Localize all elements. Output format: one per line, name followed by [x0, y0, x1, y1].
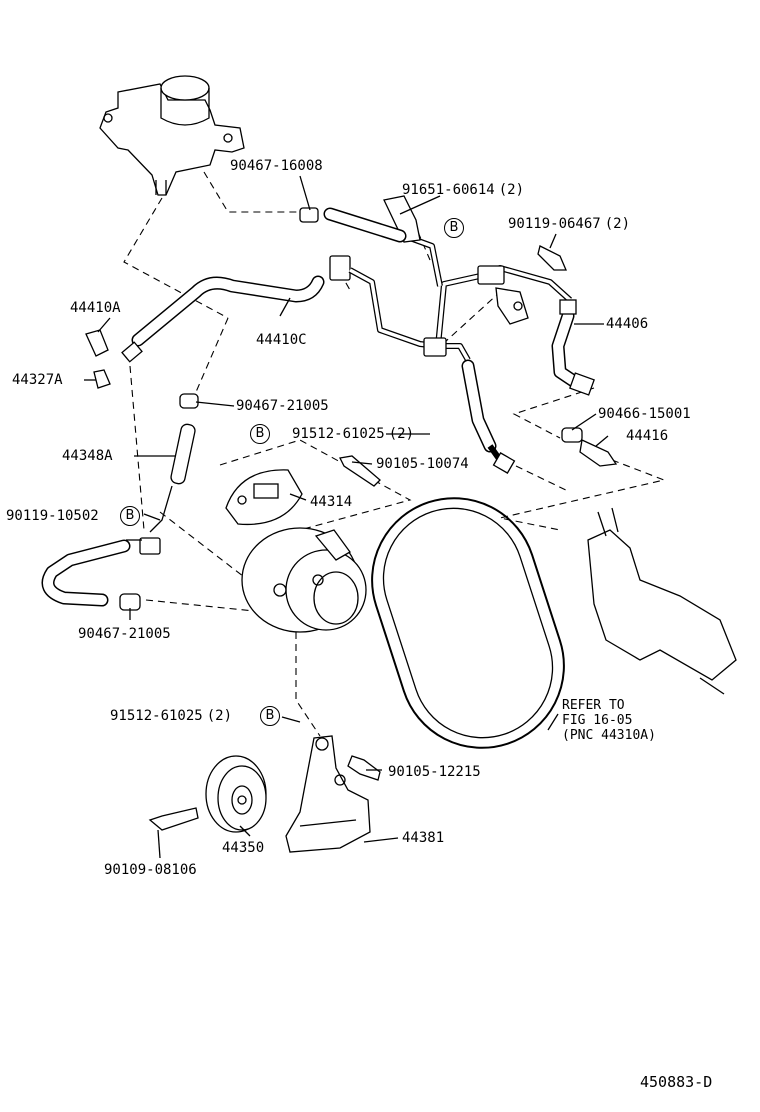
- callout-leaders: [84, 175, 609, 859]
- part-label-91512-61025-a: 91512-61025(2): [292, 426, 415, 442]
- part-label-90467-21005-b: 90467-21005: [78, 626, 171, 642]
- part-label-90467-21005-a: 90467-21005: [236, 398, 329, 414]
- part-label-91512-61025-b: 91512-61025(2): [110, 708, 233, 724]
- part-label-44348a: 44348A: [62, 448, 113, 464]
- part-label-90467-16008: 90467-16008: [230, 158, 323, 174]
- bolts: [85, 245, 618, 831]
- part-label-90109-08106: 90109-08106: [104, 862, 197, 878]
- pump-cover-plate: [225, 469, 303, 526]
- pump-bracket: [285, 735, 371, 853]
- part-label-90105-10074: 90105-10074: [376, 456, 469, 472]
- part-label-44381: 44381: [402, 830, 445, 846]
- part-label-90119-10502: 90119-10502: [6, 508, 99, 524]
- steering-gear: [587, 507, 737, 695]
- part-label-91651-60614: 91651-60614(2): [402, 182, 525, 198]
- refer-note-line-1: REFER TO: [562, 698, 625, 713]
- return-hose-lower: [41, 537, 161, 607]
- refer-note-line-3: (PNC 44310A): [562, 728, 656, 743]
- reference-tag-b-3: B: [120, 506, 140, 526]
- part-label-44410a: 44410A: [70, 300, 121, 316]
- part-label-44327a: 44327A: [12, 372, 63, 388]
- part-label-44416: 44416: [626, 428, 669, 444]
- part-label-90466-15001: 90466-15001: [598, 406, 691, 422]
- idler-pulley: [205, 755, 267, 833]
- return-hose-upper: [299, 207, 407, 243]
- part-label-44410c: 44410C: [256, 332, 307, 348]
- part-label-44350: 44350: [222, 840, 265, 856]
- refer-note-line-2: FIG 16-05: [562, 713, 633, 728]
- hose-44348a: [149, 423, 196, 533]
- part-label-44406: 44406: [606, 316, 649, 332]
- reference-tag-b-1: B: [444, 218, 464, 238]
- hose-lower: [461, 359, 516, 474]
- reservoir-tank: [99, 75, 245, 196]
- part-label-90119-06467: 90119-06467(2): [508, 216, 631, 232]
- reference-tag-b-2: B: [250, 424, 270, 444]
- reference-tag-b-4: B: [260, 706, 280, 726]
- hose-44410c: [121, 255, 351, 363]
- pump-assembly: [241, 527, 367, 633]
- part-label-90105-12215: 90105-12215: [388, 764, 481, 780]
- hose-44406: [551, 299, 595, 396]
- drive-belt: [371, 497, 565, 749]
- diagram-code: 450883-D: [640, 1073, 713, 1091]
- hose-clamps: [119, 393, 583, 611]
- pressure-pipe: [348, 195, 573, 362]
- part-label-44314: 44314: [310, 494, 353, 510]
